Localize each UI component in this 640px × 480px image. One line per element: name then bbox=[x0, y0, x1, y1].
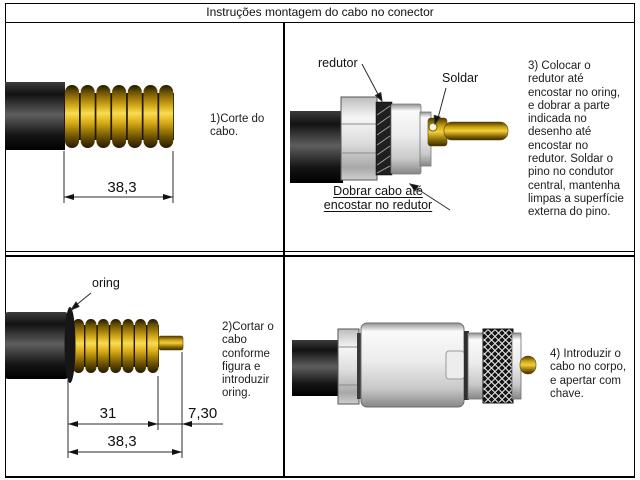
hex-nut bbox=[340, 96, 378, 181]
step2-cable-drawing bbox=[5, 292, 223, 458]
frame-left-border bbox=[5, 3, 6, 477]
end-cap bbox=[511, 332, 522, 400]
cable-jacket bbox=[290, 111, 343, 183]
cable-jacket bbox=[5, 312, 68, 379]
step1-dim-total: 38,3 bbox=[107, 179, 137, 196]
frame-top-border bbox=[5, 3, 635, 4]
oring-leader bbox=[69, 292, 92, 312]
step3-label-redutor: redutor bbox=[318, 56, 358, 70]
gap-ring bbox=[464, 331, 469, 400]
center-conductor bbox=[158, 335, 184, 351]
solder-hole bbox=[428, 122, 438, 132]
step2-dim-total: 38,3 bbox=[107, 433, 137, 450]
cable-jacket bbox=[292, 340, 341, 396]
dimension-38-3 bbox=[63, 151, 174, 203]
corrugated-shield-ridges bbox=[65, 85, 174, 148]
title-separator-line bbox=[5, 22, 635, 23]
step3-label-soldar: Soldar bbox=[442, 71, 479, 85]
dimension-arrows bbox=[68, 421, 192, 455]
coupling-ring bbox=[467, 332, 485, 400]
step2-instruction: 2)Cortar o cabo conforme figura e introd… bbox=[222, 321, 274, 400]
body-notch bbox=[445, 350, 465, 380]
step2-dim-braid: 31 bbox=[99, 405, 117, 422]
step3-connector-drawing bbox=[290, 63, 509, 211]
step2-dim-conductor: 7,30 bbox=[188, 405, 218, 422]
step4-instruction: 4) Introduzir o cabo no corpo, e apertar… bbox=[550, 348, 627, 400]
frame-bottom-border bbox=[5, 476, 635, 478]
pin-tip bbox=[519, 355, 537, 375]
cable-jacket bbox=[5, 82, 65, 150]
dim-arrow-right bbox=[163, 194, 173, 200]
thread-lines bbox=[376, 105, 391, 174]
step3-instruction: 3) Colocar o redutor até encostar no ori… bbox=[528, 60, 624, 219]
step4-assembled-connector-drawing bbox=[292, 322, 537, 408]
hex-nut bbox=[337, 328, 360, 405]
corrugated-shield-ridges bbox=[73, 319, 159, 373]
page-title: Instruções montagem do cabo no conector bbox=[206, 5, 434, 19]
step1-instruction: 1)Corte do cabo. bbox=[210, 113, 265, 139]
dim-arrow-left bbox=[64, 194, 74, 200]
step1-cable-drawing bbox=[5, 82, 174, 203]
row-divider-thick-line bbox=[5, 255, 635, 257]
frame-right-border bbox=[634, 3, 635, 477]
step2-label-oring: oring bbox=[92, 276, 120, 290]
connector-body bbox=[390, 103, 422, 175]
center-pin bbox=[443, 121, 509, 141]
column-divider-line bbox=[283, 22, 285, 477]
dimension-lines bbox=[67, 352, 223, 458]
step3-label-dobrar: Dobrar cabo até encostar no redutor bbox=[323, 184, 433, 212]
oring bbox=[64, 307, 76, 383]
leader-lines bbox=[361, 63, 451, 211]
spacer-ring bbox=[357, 333, 362, 399]
knurled-ring bbox=[482, 328, 514, 404]
row-divider-thin-line bbox=[5, 251, 635, 252]
